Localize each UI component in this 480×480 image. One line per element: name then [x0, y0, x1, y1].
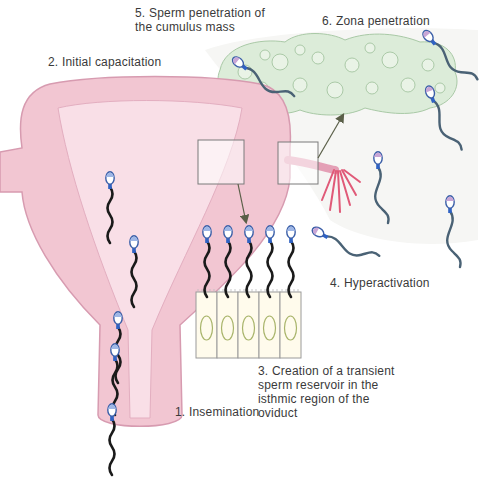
step-label: 4. Hyperactivation	[330, 276, 430, 290]
step-label: 6. Zona penetration	[322, 14, 430, 28]
step-label: 3. Creation of a transient sperm reservo…	[258, 364, 406, 420]
step-label: 2. Initial capacitation	[48, 55, 161, 69]
step-label: 5. Sperm penetration of the cumulus mass	[135, 6, 280, 34]
step-label: 1. Insemination	[175, 405, 259, 419]
